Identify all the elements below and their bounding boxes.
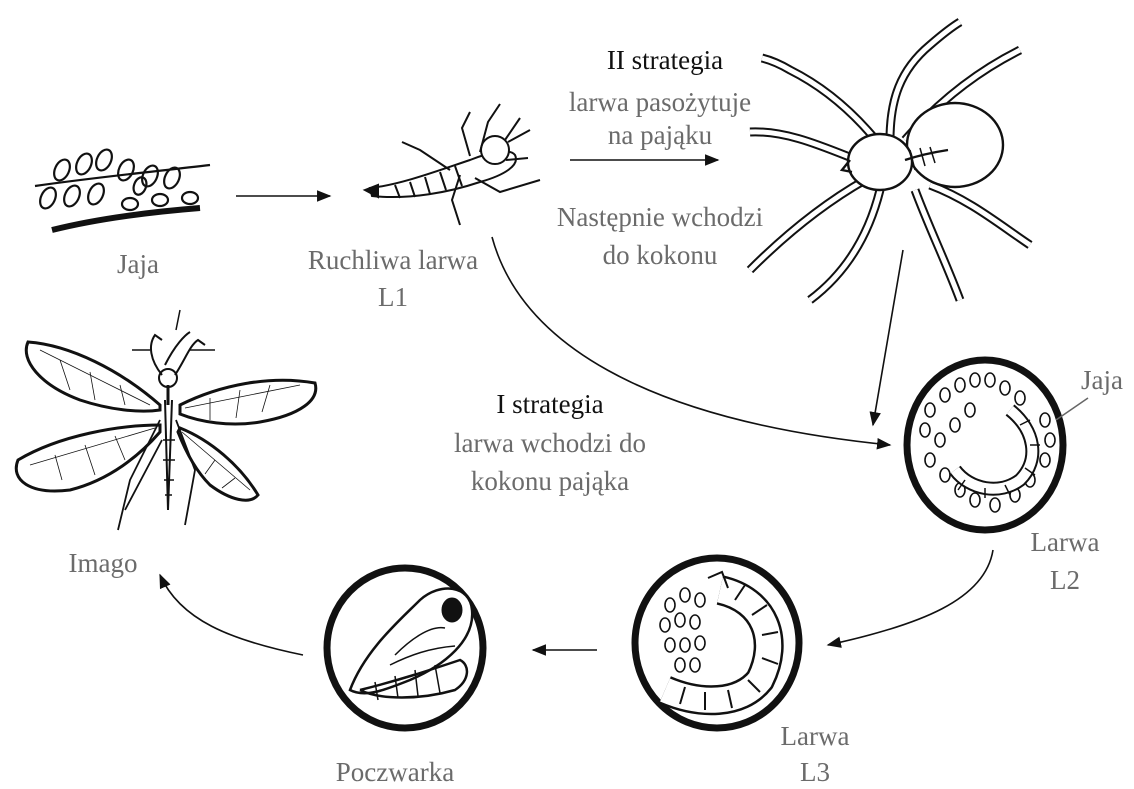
- strategy2-line2: na pająku: [510, 119, 810, 151]
- strategy1-line2: kokonu pająka: [410, 465, 690, 497]
- larva-l2-label-line1: Larwa: [1015, 526, 1115, 558]
- larva-l1-label-line2: L1: [268, 281, 518, 313]
- arrow-pupa-to-imago: [160, 575, 303, 655]
- strategy1-line1: larwa wchodzi do: [410, 427, 690, 459]
- pupa-drawing: [327, 568, 483, 728]
- strategy2-next-line2: do kokonu: [500, 239, 820, 271]
- strategy1-title: I strategia: [430, 388, 670, 420]
- cocoon-eggs-label: Jaja: [1072, 364, 1132, 396]
- larva-l3-label-line1: Larwa: [765, 720, 865, 752]
- larva-l3-drawing: [635, 558, 799, 728]
- strategy2-line1: larwa pasożytuje: [510, 86, 810, 118]
- eggs-label: Jaja: [98, 248, 178, 280]
- cocoon-drawing: [907, 360, 1088, 530]
- larva-l2-label-line2: L2: [1015, 564, 1115, 596]
- arrow-spider-to-cocoon: [873, 250, 903, 425]
- strategy2-next-line1: Następnie wchodzi: [500, 201, 820, 233]
- imago-label: Imago: [53, 547, 153, 579]
- larva-l1-label-line1: Ruchliwa larwa: [268, 244, 518, 276]
- arrow-l2-to-l3: [828, 550, 993, 645]
- pupa-label: Poczwarka: [315, 756, 475, 788]
- eggs-drawing: [35, 147, 210, 230]
- strategy2-title: II strategia: [550, 44, 780, 76]
- larva-l3-label-line2: L3: [765, 756, 865, 788]
- imago-drawing: [16, 310, 315, 530]
